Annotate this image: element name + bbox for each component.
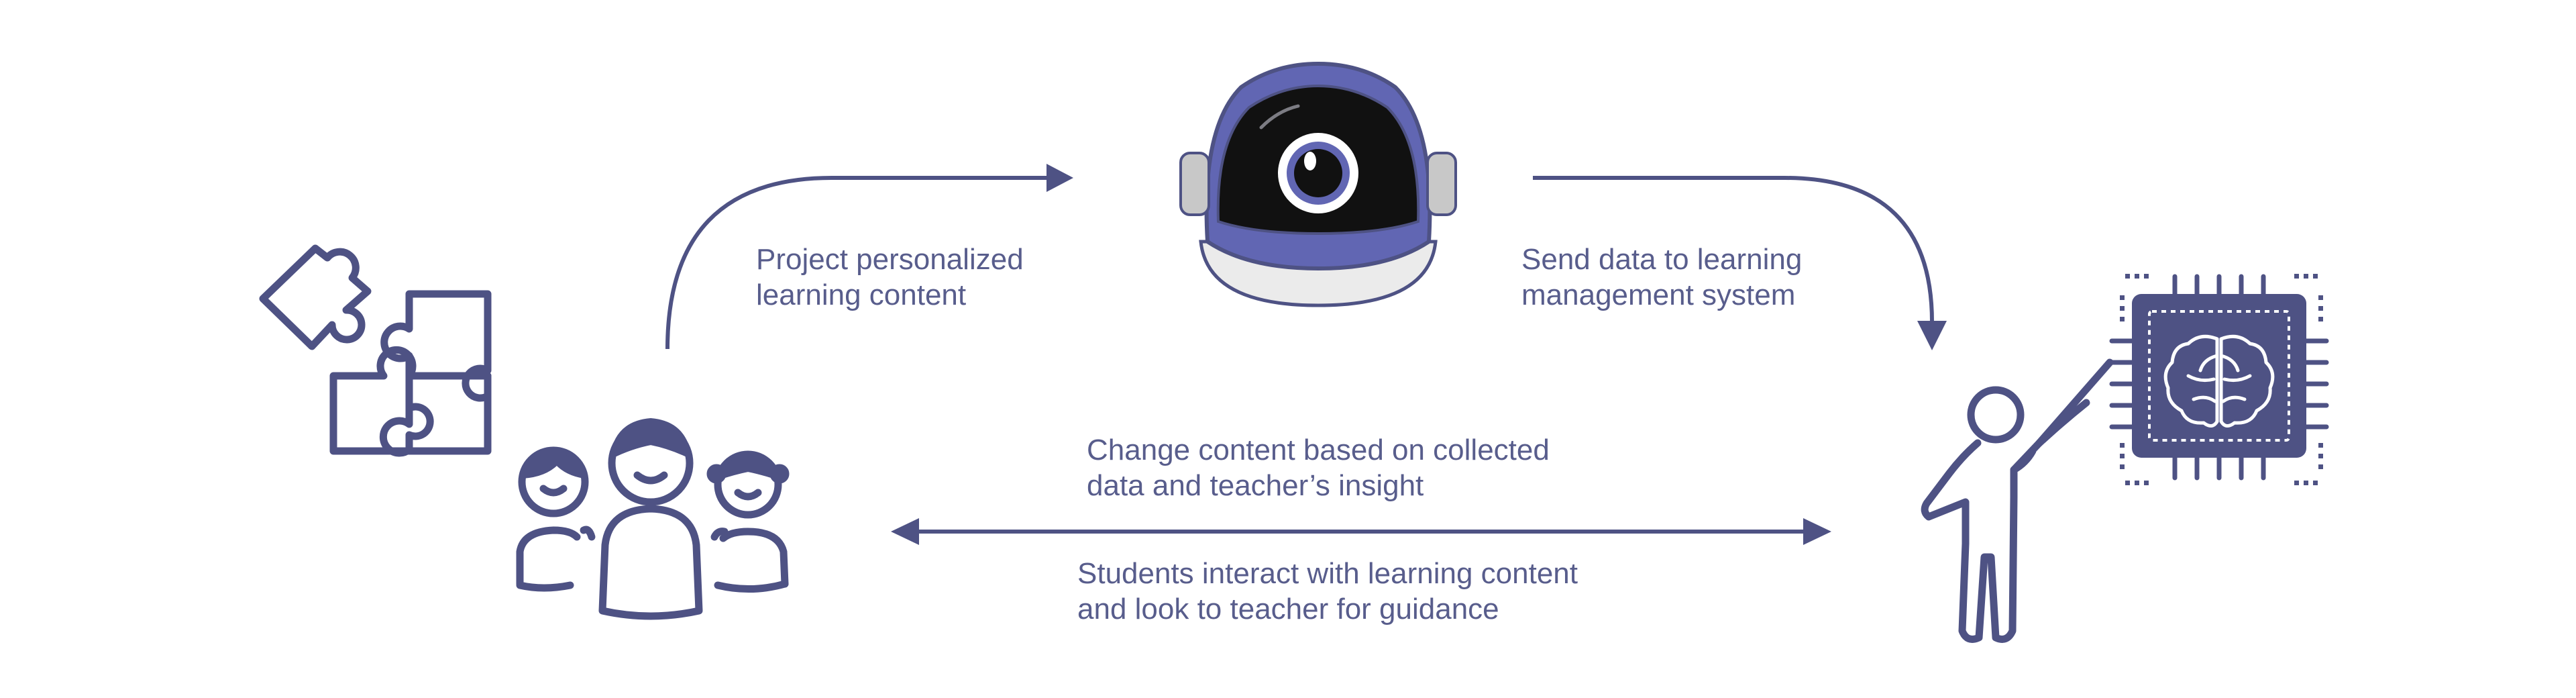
label-project-content-line-2: learning content (756, 279, 967, 311)
puzzle-pieces-icon (259, 244, 492, 457)
edge-bidirectional-arrow (891, 518, 1831, 545)
label-change-content-line-2: data and teacher’s insight (1087, 469, 1424, 502)
edge-project-arrow (665, 164, 1073, 350)
label-send-data: Send data to learning management system (1521, 242, 1802, 313)
label-change-content: Change content based on collected data a… (1087, 432, 1550, 503)
students-group-icon (516, 418, 790, 620)
teacher-pointing-icon (1921, 358, 2114, 643)
label-send-data-line-2: management system (1521, 279, 1796, 311)
label-students-interact: Students interact with learning content … (1077, 556, 1578, 627)
label-students-interact-line-1: Students interact with learning content (1077, 557, 1578, 590)
ai-brain-chip-icon (2109, 274, 2329, 485)
label-send-data-line-1: Send data to learning (1521, 243, 1803, 276)
label-project-content: Project personalized learning content (756, 242, 1024, 313)
label-students-interact-line-2: and look to teacher for guidance (1077, 593, 1499, 626)
label-project-content-line-1: Project personalized (756, 243, 1024, 276)
robot-head-icon (1179, 61, 1457, 307)
label-change-content-line-1: Change content based on collected (1087, 434, 1550, 466)
edge-send-data-arrow (1533, 176, 1947, 350)
